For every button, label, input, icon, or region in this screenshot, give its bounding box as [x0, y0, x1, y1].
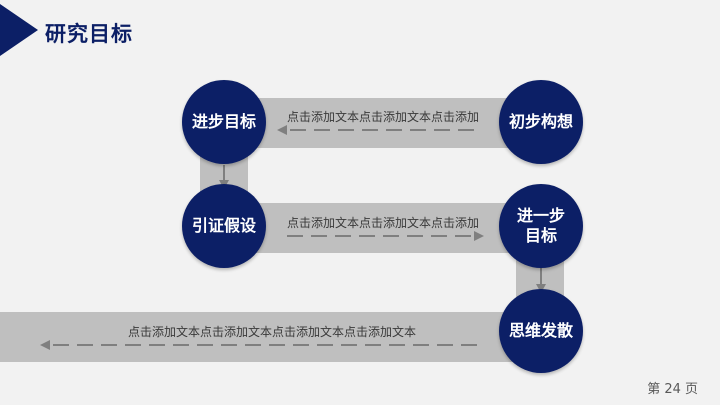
node-label: 进一步目标	[516, 206, 565, 245]
node-label: 思维发散	[508, 321, 573, 340]
arrow-down-icon	[536, 284, 546, 293]
arrow-left-icon	[277, 125, 287, 135]
edge-text-1[interactable]: 点击添加文本点击添加文本点击添加	[287, 110, 480, 124]
node-label: 进步目标	[191, 112, 256, 131]
arrow-right-icon	[474, 231, 484, 241]
node-label: 初步构想	[508, 112, 573, 131]
node-label: 引证假设	[191, 216, 256, 235]
page-number: 第 24 页	[647, 382, 698, 397]
node-divergent-thinking[interactable]: 思维发散	[499, 289, 583, 373]
arrow-line	[540, 268, 542, 288]
node-initial-idea[interactable]: 初步构想	[499, 80, 583, 164]
title-arrow-icon	[0, 4, 38, 56]
dashed-line	[290, 129, 480, 131]
arrow-left-icon	[40, 340, 50, 350]
edge-text-2[interactable]: 点击添加文本点击添加文本点击添加	[287, 216, 480, 230]
band-row2	[250, 203, 540, 253]
page-title: 研究目标	[45, 22, 133, 46]
arrow-line	[223, 165, 225, 185]
node-hypothesis[interactable]: 引证假设	[182, 184, 266, 268]
band-row1	[250, 98, 540, 148]
band-row3	[0, 312, 520, 362]
node-progress-goal[interactable]: 进步目标	[182, 80, 266, 164]
dashed-line	[53, 344, 478, 346]
node-further-goal[interactable]: 进一步目标	[499, 184, 583, 268]
dashed-line	[287, 235, 477, 237]
edge-text-3[interactable]: 点击添加文本点击添加文本点击添加文本点击添加文本	[128, 325, 417, 339]
